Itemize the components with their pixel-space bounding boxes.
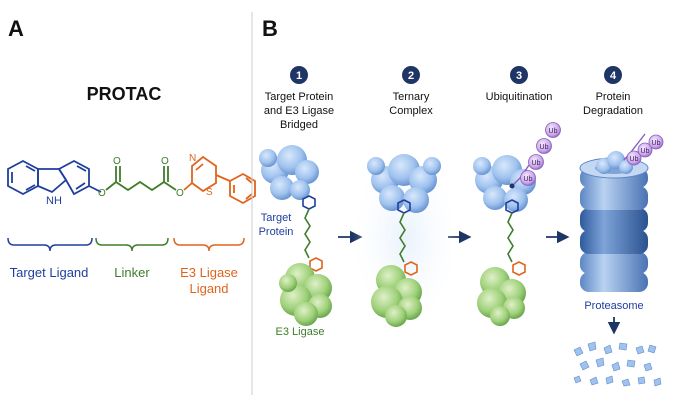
ub-label-4: Ub: [549, 128, 558, 135]
ubiquitin-bead-4-3: [648, 134, 664, 150]
step-1-title-line2: and E3 Ligase: [264, 105, 334, 117]
o-atom-4: O: [176, 188, 184, 199]
step-badge-2: 2: [402, 66, 420, 84]
ubiquitin-chain: Ub Ub Ub Ub: [520, 122, 561, 186]
e3-ligand-structure: [183, 155, 256, 205]
protac-linker-1: [302, 195, 323, 272]
step-badge-3: 3: [510, 66, 528, 84]
panel-b-letter: B: [262, 16, 278, 41]
ub-label-3: Ub: [540, 144, 549, 151]
step-2-title-line2: Complex: [389, 105, 433, 117]
ub-label-1: Ub: [524, 176, 533, 183]
s-atom: S: [206, 187, 213, 198]
ubiquitin-bead-4: [545, 122, 561, 138]
peptide-fragments: [573, 341, 662, 387]
proteasome: [579, 157, 649, 292]
step-number-1: 1: [296, 70, 302, 82]
step-number-2: 2: [408, 70, 414, 82]
o-atom-2: O: [113, 156, 121, 167]
e3-ligase-blob-1: [279, 263, 332, 326]
o-atom-3: O: [161, 156, 169, 167]
ub-label-4-1: Ub: [630, 156, 639, 163]
target-protein-label-line1: Target: [261, 212, 292, 224]
ub-label-2: Ub: [532, 160, 541, 167]
e3-ligand-label-line1: E3 Ligase: [180, 265, 238, 280]
target-ligand-label: Target Ligand: [10, 265, 89, 280]
e3-ligase-label: E3 Ligase: [276, 326, 325, 338]
o-atom-1: O: [98, 188, 106, 199]
ubiquitin-bead-4-1: [626, 150, 642, 166]
e3-ligase-blob-3: [477, 267, 526, 326]
n-atom: N: [189, 153, 196, 164]
protac-title: PROTAC: [87, 84, 162, 104]
ubiquitin-attach-point: [509, 183, 515, 189]
step-number-4: 4: [610, 70, 617, 82]
step-4-title-line1: Protein: [596, 91, 631, 103]
step-4-title-line2: Degradation: [583, 105, 643, 117]
nh-atom: NH: [46, 195, 62, 207]
proteasome-label: Proteasome: [584, 300, 643, 312]
e3-ligase-blob-2: [371, 265, 422, 327]
target-protein-blob-1: [259, 145, 319, 200]
ubiquitin-chain-4: Ub Ub Ub: [626, 134, 664, 166]
target-protein-blob-3: [473, 155, 536, 212]
step-badge-4: 4: [604, 66, 622, 84]
ub-label-4-3: Ub: [652, 140, 661, 147]
step-1-title-line3: Bridged: [280, 119, 318, 131]
target-ligand-structure: [7, 159, 102, 196]
ubiquitin-bead-2: [528, 154, 544, 170]
step-2-title-line1: Ternary: [393, 91, 430, 103]
target-protein-label-line2: Protein: [259, 226, 294, 238]
linker-brace: [95, 237, 169, 252]
protac-linker-2: [397, 199, 418, 276]
protac-linker-3: [505, 199, 526, 276]
ubiquitin-bead-4-2: [637, 142, 653, 158]
ubiquitin-bead-3: [536, 138, 552, 154]
ubiquitin-bead-1: [520, 170, 536, 186]
e3-ligand-label-line2: Ligand: [189, 281, 228, 296]
linker-label: Linker: [114, 265, 150, 280]
step-badge-1: 1: [290, 66, 308, 84]
step-3-title-line1: Ubiquitination: [486, 91, 553, 103]
e3-ligand-brace: [173, 237, 245, 252]
target-ligand-brace: [7, 237, 93, 252]
ub-label-4-2: Ub: [641, 148, 650, 155]
panel-a-letter: A: [8, 16, 24, 41]
linker-structure: [105, 166, 177, 192]
step-number-3: 3: [516, 70, 522, 82]
step-1-title-line1: Target Protein: [265, 91, 333, 103]
